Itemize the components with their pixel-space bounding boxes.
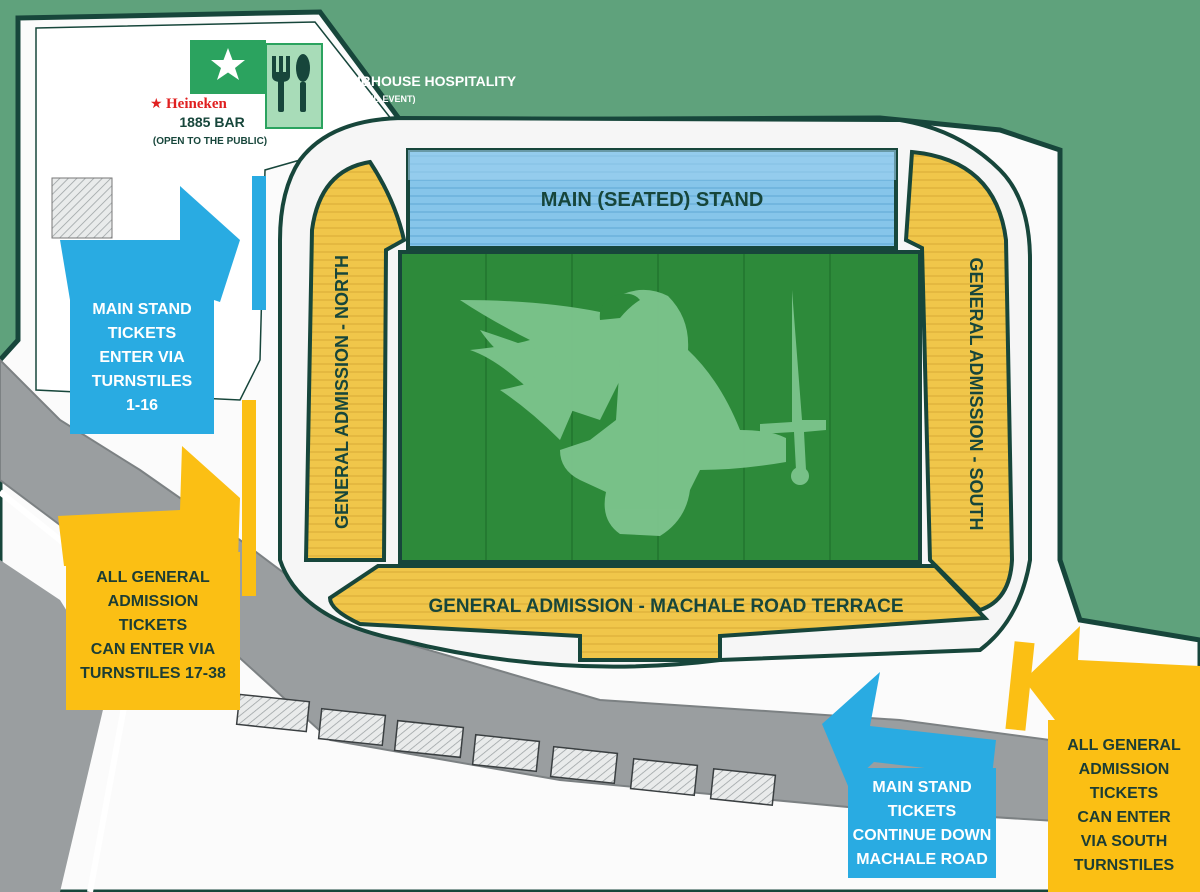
arrow-icon: [822, 672, 996, 786]
callout-main-stand-south: MAIN STAND TICKETS CONTINUE DOWN MACHALE…: [848, 776, 996, 872]
arrow-icon: [60, 186, 240, 302]
callout-line: TICKETS: [1089, 785, 1159, 802]
north-stand-label: GENERAL ADMISSION - NORTH: [332, 255, 352, 529]
car-park-block: [51, 177, 113, 239]
arrow-icon: [1024, 626, 1200, 742]
callout-line: CONTINUE DOWN: [852, 827, 992, 844]
callout-line: 1-16: [125, 397, 159, 414]
callout-line: VIA SOUTH: [1080, 833, 1168, 850]
south-stand-label: GENERAL ADMISSION - SOUTH: [966, 257, 986, 530]
callout-line: MACHALE ROAD: [856, 851, 988, 868]
callout-line: ALL GENERAL: [96, 569, 210, 586]
heineken-brand: Heineken: [166, 96, 227, 112]
bar-note: (OPEN TO THE PUBLIC): [153, 136, 267, 147]
bar-name: 1885 BAR: [179, 114, 244, 130]
terrace-label: GENERAL ADMISSION - MACHALE ROAD TERRACE: [428, 596, 903, 617]
callout-line: TURNSTILES: [91, 373, 193, 390]
cutlery-icon: [272, 54, 310, 112]
ga-north-stand: [303, 159, 407, 562]
callout-line: TICKETS: [887, 803, 957, 820]
callout-line: MAIN STAND: [92, 301, 192, 318]
callout-line: TICKETS: [107, 325, 177, 342]
main-stand-label: MAIN (SEATED) STAND: [541, 189, 764, 211]
callout-line: CAN ENTER VIA: [90, 641, 216, 658]
turnstiles-1-16: [252, 176, 266, 310]
turnstiles-south: [1005, 641, 1035, 731]
callout-line: ENTER VIA: [99, 349, 185, 366]
callout-line: CAN ENTER: [1077, 809, 1171, 826]
houses-row: [235, 693, 777, 806]
callout-line: MAIN STAND: [872, 779, 972, 796]
crest-icon: [460, 289, 826, 536]
callout-panel: [70, 286, 214, 434]
ga-south-stand: [903, 149, 1015, 613]
hospitality-note: (TICKETED EVENT): [332, 94, 416, 104]
callout-line: TURNSTILES: [1073, 857, 1175, 874]
callout-main-stand-north: MAIN STAND TICKETS ENTER VIA TURNSTILES …: [70, 298, 214, 418]
heineken-star-icon: ★: [150, 96, 163, 112]
callout-panel: [66, 552, 240, 710]
arrow-icon: [58, 446, 240, 568]
callout-line: ADMISSION: [107, 593, 199, 610]
callout-line: ADMISSION: [1078, 761, 1170, 778]
callout-panel: [1048, 720, 1200, 892]
turnstiles-17-38: [242, 400, 256, 596]
callout-line: TURNSTILES 17-38: [80, 665, 226, 682]
callout-line: TICKETS: [118, 617, 188, 634]
callout-panel: [848, 768, 996, 878]
machale-road-terrace: [327, 564, 990, 662]
callout-ga-north: ALL GENERAL ADMISSION TICKETS CAN ENTER …: [66, 566, 240, 686]
hospitality-name: CLUBHOUSE HOSPITALITY: [332, 73, 517, 89]
callout-ga-south: ALL GENERAL ADMISSION TICKETS CAN ENTER …: [1048, 734, 1200, 878]
star-icon: [211, 48, 245, 80]
callout-line: ALL GENERAL: [1067, 737, 1181, 754]
